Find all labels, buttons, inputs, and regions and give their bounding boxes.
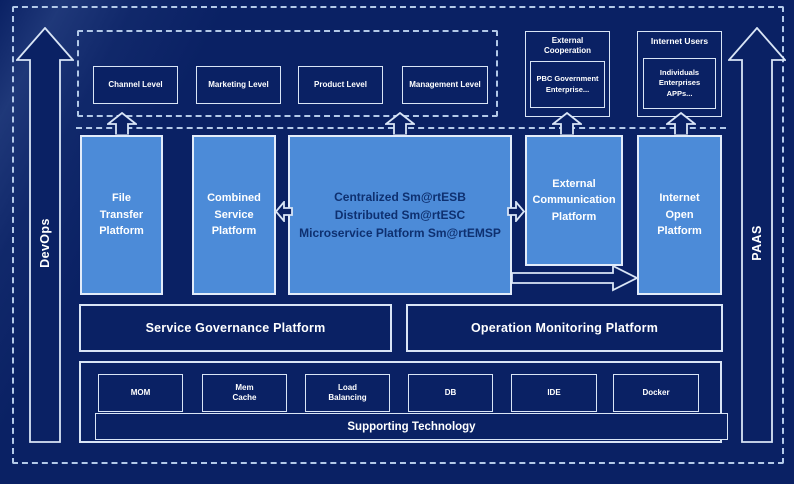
- platform-external-communication: External Communication Platform: [525, 135, 623, 266]
- long-flow-arrow: [512, 264, 639, 292]
- internet-users-inner-box: Individuals Enterprises APPs...: [643, 58, 716, 109]
- up-arrow-external-communication: [552, 112, 582, 136]
- channel-zone-dashed-border: [77, 30, 498, 117]
- tech-box-mom: MOM: [98, 374, 183, 412]
- external-cooperation-title: External Cooperation: [543, 36, 592, 56]
- paas-label: PAAS: [750, 225, 764, 261]
- tech-box-docker: Docker: [613, 374, 699, 412]
- up-arrow-file-transfer: [107, 112, 137, 136]
- platform-esb-core: Centralized Sm@rtESB Distributed Sm@rtES…: [288, 135, 512, 295]
- outer-dashed-border: [12, 6, 784, 464]
- platform-combined-service: Combined Service Platform: [192, 135, 276, 295]
- tech-box-load-balancing: Load Balancing: [305, 374, 390, 412]
- external-cooperation-inner-box: PBC Government Enterprise...: [530, 61, 605, 108]
- level-box-product: Product Level: [298, 66, 383, 104]
- internet-users-title: Internet Users: [650, 36, 709, 46]
- internet-users-box: Internet Users Individuals Enterprises A…: [637, 31, 722, 117]
- tech-box-db: DB: [408, 374, 493, 412]
- up-arrow-esb: [385, 112, 415, 136]
- level-box-marketing: Marketing Level: [196, 66, 281, 104]
- operation-monitoring-platform-box: Operation Monitoring Platform: [406, 304, 723, 352]
- right-flow-arrow: [507, 201, 525, 222]
- left-flow-arrow: [275, 201, 293, 222]
- paas-arrow: [728, 27, 786, 443]
- up-arrow-internet-open: [666, 112, 696, 136]
- tech-box-ide: IDE: [511, 374, 597, 412]
- level-box-management: Management Level: [402, 66, 488, 104]
- platform-internet-open: Internet Open Platform: [637, 135, 722, 295]
- devops-arrow: [16, 27, 74, 443]
- supporting-technology-banner: Supporting Technology: [95, 413, 728, 440]
- platform-file-transfer: File Transfer Platform: [80, 135, 163, 295]
- tech-box-mem-cache: Mem Cache: [202, 374, 287, 412]
- level-box-channel: Channel Level: [93, 66, 178, 104]
- devops-label: DevOps: [38, 218, 52, 268]
- service-governance-platform-box: Service Governance Platform: [79, 304, 392, 352]
- supporting-technology-container: [79, 361, 722, 443]
- external-cooperation-box: External Cooperation PBC Government Ente…: [525, 31, 610, 117]
